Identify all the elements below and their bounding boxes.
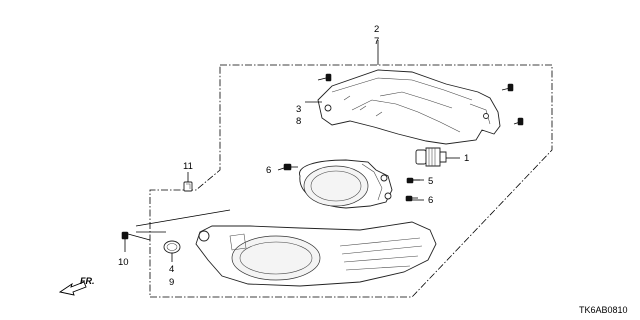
callout-11: 11	[183, 161, 193, 172]
direction-label: FR.	[80, 276, 95, 286]
callout-10: 10	[118, 257, 129, 268]
callout-3: 3	[296, 104, 301, 115]
callout-6-lower: 6	[428, 195, 433, 206]
assembly-boundary	[149, 40, 553, 298]
diagram-code: TK6AB0810	[579, 305, 628, 315]
screw-part-6-upper	[283, 163, 298, 171]
callout-1: 1	[464, 153, 469, 164]
screw-part-6-lower	[405, 195, 418, 202]
callout-2: 2	[374, 24, 379, 35]
callout-6-upper: 6	[266, 165, 271, 176]
callout-4: 4	[169, 264, 174, 275]
bracket-screw-right-top	[501, 83, 514, 92]
clip-part-11	[183, 181, 193, 192]
bracket-screw-right-bottom	[513, 117, 524, 126]
fog-light-garnish	[195, 221, 437, 287]
fog-light-unit	[299, 159, 393, 209]
screw-part-5	[406, 177, 420, 184]
callout-5: 5	[428, 176, 433, 187]
callout-8: 8	[296, 116, 301, 127]
front-direction-arrow: FR.	[58, 276, 95, 296]
bracket-screw-top	[317, 73, 332, 82]
cap-part-4	[163, 240, 181, 254]
screw-part-10	[121, 209, 231, 240]
fog-light-bracket	[317, 69, 501, 145]
fog-light-bulb	[415, 147, 447, 167]
callout-9: 9	[169, 277, 174, 288]
callout-labels: 2 7 3 8 1 6 5 6 11 4 9 10	[118, 24, 469, 288]
callout-7: 7	[374, 36, 379, 47]
leader-lines	[124, 101, 460, 262]
